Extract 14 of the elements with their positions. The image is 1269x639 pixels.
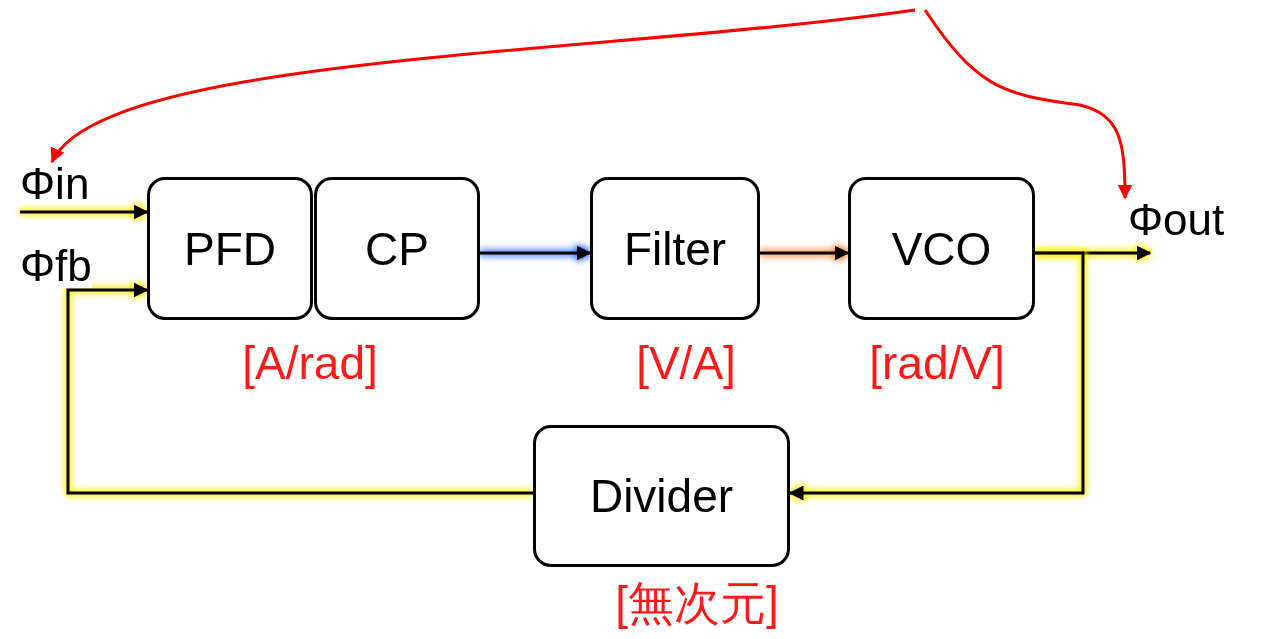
arrow — [788, 251, 1085, 501]
arrow — [66, 282, 533, 495]
signal-label: Φout — [1128, 198, 1266, 253]
arrow — [20, 204, 149, 220]
process-block: PFD — [147, 177, 313, 320]
process-block: CP — [314, 177, 480, 320]
arrow — [50, 8, 916, 164]
process-block: Filter — [590, 177, 760, 320]
arrow — [923, 9, 1133, 200]
arrow — [480, 245, 592, 261]
arrow — [760, 245, 850, 261]
process-block: VCO — [848, 177, 1035, 320]
process-block: Divider — [533, 425, 790, 567]
signal-label: Φin — [20, 162, 112, 206]
